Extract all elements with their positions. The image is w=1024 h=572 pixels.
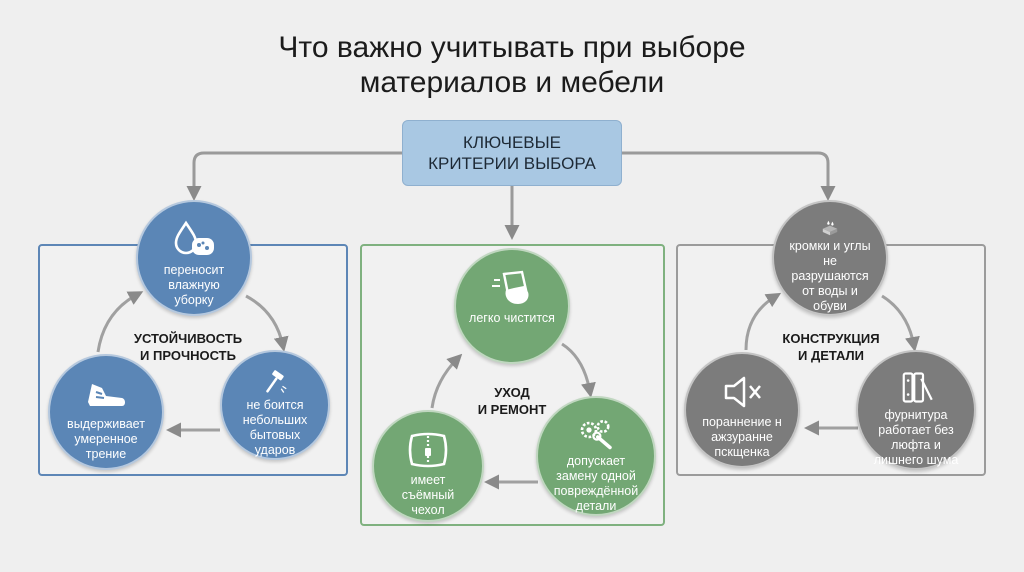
diagram-title: Что важно учитывать при выборе материало… xyxy=(0,30,1024,100)
node-label: не боится небольших бытовых ударов xyxy=(242,398,308,457)
gears-wrench-icon xyxy=(580,419,612,450)
group-label-line-2: И ПРОЧНОСТЬ xyxy=(140,348,236,363)
group-label-line-2: И РЕМОНТ xyxy=(477,402,547,417)
root-label-line-2: КРИТЕРИИ ВЫБОРА xyxy=(428,154,596,173)
cycle-arrow-strength-3 xyxy=(96,291,144,353)
node-label: имеет съёмный чехол xyxy=(401,473,455,517)
node-wet-cleaning: переносит влажную уборку xyxy=(136,200,252,316)
cycle-arrow-strength-1 xyxy=(245,294,289,352)
node-label: выдерживает умеренное трение xyxy=(67,417,145,461)
node-hardware: фурнитура работает без люфта и лишнего ш… xyxy=(856,350,976,470)
node-edges-corners: кромки и углы не разрушаются от воды и о… xyxy=(772,200,888,316)
zipper-cover-icon xyxy=(408,432,448,468)
cycle-arrow-construct-1 xyxy=(881,294,920,352)
group-label-care: УХОД И РЕМОНТ xyxy=(452,384,572,418)
sneaker-icon xyxy=(88,384,125,406)
node-removable-cover: имеет съёмный чехол xyxy=(372,410,484,522)
hinge-icon xyxy=(902,372,933,403)
hammer-icon xyxy=(266,370,287,393)
group-label-line-2: И ДЕТАЛИ xyxy=(797,348,865,363)
speaker-mute-icon xyxy=(724,376,761,408)
cycle-arrow-care-1 xyxy=(561,342,596,398)
node-easy-clean: легко чистится xyxy=(454,248,570,364)
group-label-strength: УСТОЙЧИВОСТЬ И ПРОЧНОСТЬ xyxy=(118,330,258,364)
group-label-line-1: УСТОЙЧИВОСТЬ xyxy=(133,331,243,346)
root-label-line-1: КЛЮЧЕВЫЕ xyxy=(462,133,562,152)
node-label: пораннение н ажзуранне пскщенка xyxy=(702,415,782,459)
node-friction-resistance: выдерживает умеренное трение xyxy=(48,354,164,470)
node-noise: пораннение н ажзуранне пскщенка xyxy=(684,352,800,468)
root-criteria-box: КЛЮЧЕВЫЕ КРИТЕРИИ ВЫБОРА xyxy=(402,120,622,186)
title-line-2: материалов и мебели xyxy=(359,66,665,99)
node-label: фурнитура работает без люфта и лишнего ш… xyxy=(873,408,959,467)
node-label: переносит влажную уборку xyxy=(163,263,225,307)
node-label: кромки и углы не разрушаются от воды и о… xyxy=(789,239,871,313)
node-label: допускает замену одной повреждённой дета… xyxy=(553,454,639,513)
cycle-arrow-care-3 xyxy=(430,353,463,409)
connector-root-right xyxy=(622,151,836,201)
group-label-line-1: КОНСТРУКЦИЯ xyxy=(782,331,880,346)
title-line-1: Что важно учитывать при выборе xyxy=(278,31,746,64)
cycle-arrow-construct-3 xyxy=(744,292,782,351)
edge-drops-icon xyxy=(822,220,838,236)
water-drop-sponge-icon xyxy=(174,220,214,255)
group-label-line-1: УХОД xyxy=(494,385,530,400)
wiping-hand-icon xyxy=(492,270,529,304)
group-label-construction: КОНСТРУКЦИЯ И ДЕТАЛИ xyxy=(766,330,896,364)
node-impact-resistance: не боится небольших бытовых ударов xyxy=(220,350,330,460)
node-label: легко чистится xyxy=(469,311,555,325)
node-part-replacement: допускает замену одной повреждённой дета… xyxy=(536,396,656,516)
connector-root-left xyxy=(186,151,402,201)
